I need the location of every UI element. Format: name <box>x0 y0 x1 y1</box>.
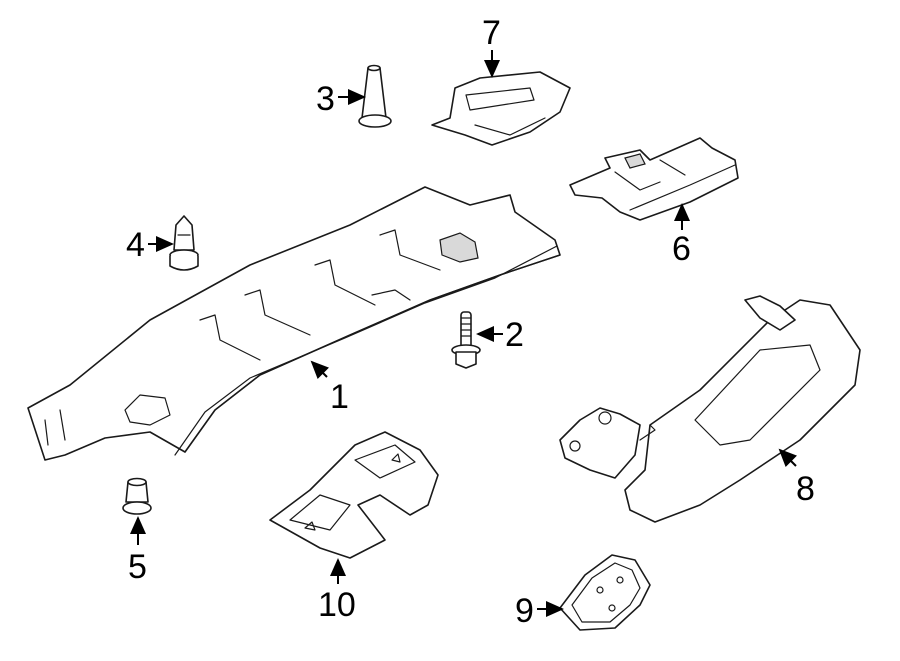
part-5-grommet <box>122 477 152 515</box>
part-8-sun-visor <box>559 295 861 523</box>
callout-1: 1 <box>330 378 349 416</box>
part-10-switch-panel <box>269 431 439 559</box>
callout-3: 3 <box>316 80 335 118</box>
part-7-cover <box>431 71 571 146</box>
callout-7: 7 <box>482 14 501 52</box>
callout-2: 2 <box>505 316 524 354</box>
part-9-cover <box>559 554 651 631</box>
callout-10: 10 <box>318 586 356 624</box>
leader-1 <box>310 360 329 379</box>
part-3-pin <box>358 64 392 128</box>
leader-8 <box>778 448 797 467</box>
part-4-clip <box>169 215 199 271</box>
part-2-bolt <box>451 311 481 369</box>
part-6-bracket <box>569 137 739 221</box>
callout-4: 4 <box>126 226 145 264</box>
callout-9: 9 <box>515 592 534 630</box>
part-1-trim-panel <box>27 186 561 461</box>
callout-6: 6 <box>672 230 691 268</box>
callout-5: 5 <box>128 548 147 586</box>
callout-8: 8 <box>796 470 815 508</box>
